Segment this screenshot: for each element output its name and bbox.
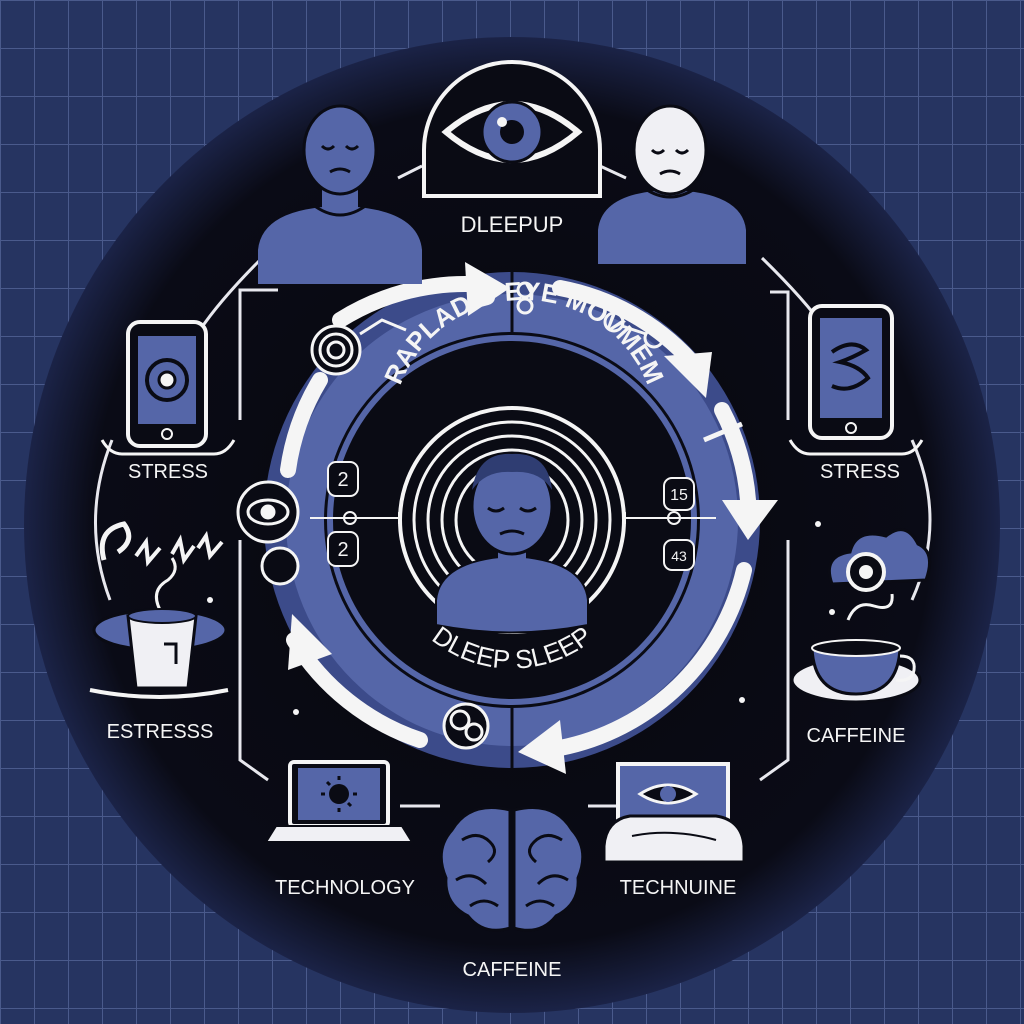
coffee-cup-icon — [126, 614, 198, 690]
arrow-heads — [288, 262, 778, 774]
coffee-cup-icon — [810, 646, 902, 696]
top-eye — [422, 60, 602, 198]
brain-icon — [439, 806, 512, 932]
right-number-top: 15 — [670, 487, 688, 504]
right-timeline: 15 43 — [614, 477, 716, 571]
phone-right — [788, 304, 924, 456]
arrow-icon — [664, 352, 712, 398]
label-bottom-left: TECHNOLOGY — [275, 877, 415, 899]
label-right-upper: STRESS — [820, 461, 900, 483]
fingerprint-icon — [310, 318, 407, 376]
sparkles — [207, 521, 835, 715]
arrow-icon — [722, 500, 778, 540]
person-left — [258, 104, 422, 284]
cycle-arrows — [280, 275, 756, 756]
laptop — [264, 760, 414, 843]
person-right — [598, 104, 746, 264]
phone-left — [100, 320, 236, 456]
coffee-left — [89, 521, 229, 699]
right-number-bottom: 43 — [671, 548, 687, 564]
cloud-right — [827, 528, 932, 621]
label-top: DLEEPUP — [461, 212, 564, 237]
arrow-icon — [288, 614, 332, 670]
center-sleeper — [398, 406, 626, 634]
label-left-upper: STRESS — [128, 461, 208, 483]
knot-icon — [442, 702, 490, 750]
ring-decorations — [236, 281, 743, 750]
left-number-bottom: 2 — [337, 539, 348, 561]
label-bottom-right: TECHNUINE — [620, 877, 737, 899]
label-bottom: CAFFEINE — [463, 959, 562, 981]
bed — [602, 762, 746, 864]
person-icon — [302, 104, 378, 196]
person-icon — [632, 104, 708, 196]
arrow-icon — [518, 720, 566, 774]
left-timeline: 2 2 — [310, 461, 410, 567]
eye-icon — [236, 480, 300, 586]
label-right-lower: CAFFEINE — [807, 725, 906, 747]
left-number-top: 2 — [337, 469, 348, 491]
arrow-icon — [465, 262, 510, 316]
bed-icon — [602, 814, 746, 864]
label-left-lower: ESTRESSS — [107, 721, 214, 743]
brain — [439, 806, 585, 932]
link-icon — [516, 281, 665, 349]
coffee-right — [790, 639, 922, 704]
